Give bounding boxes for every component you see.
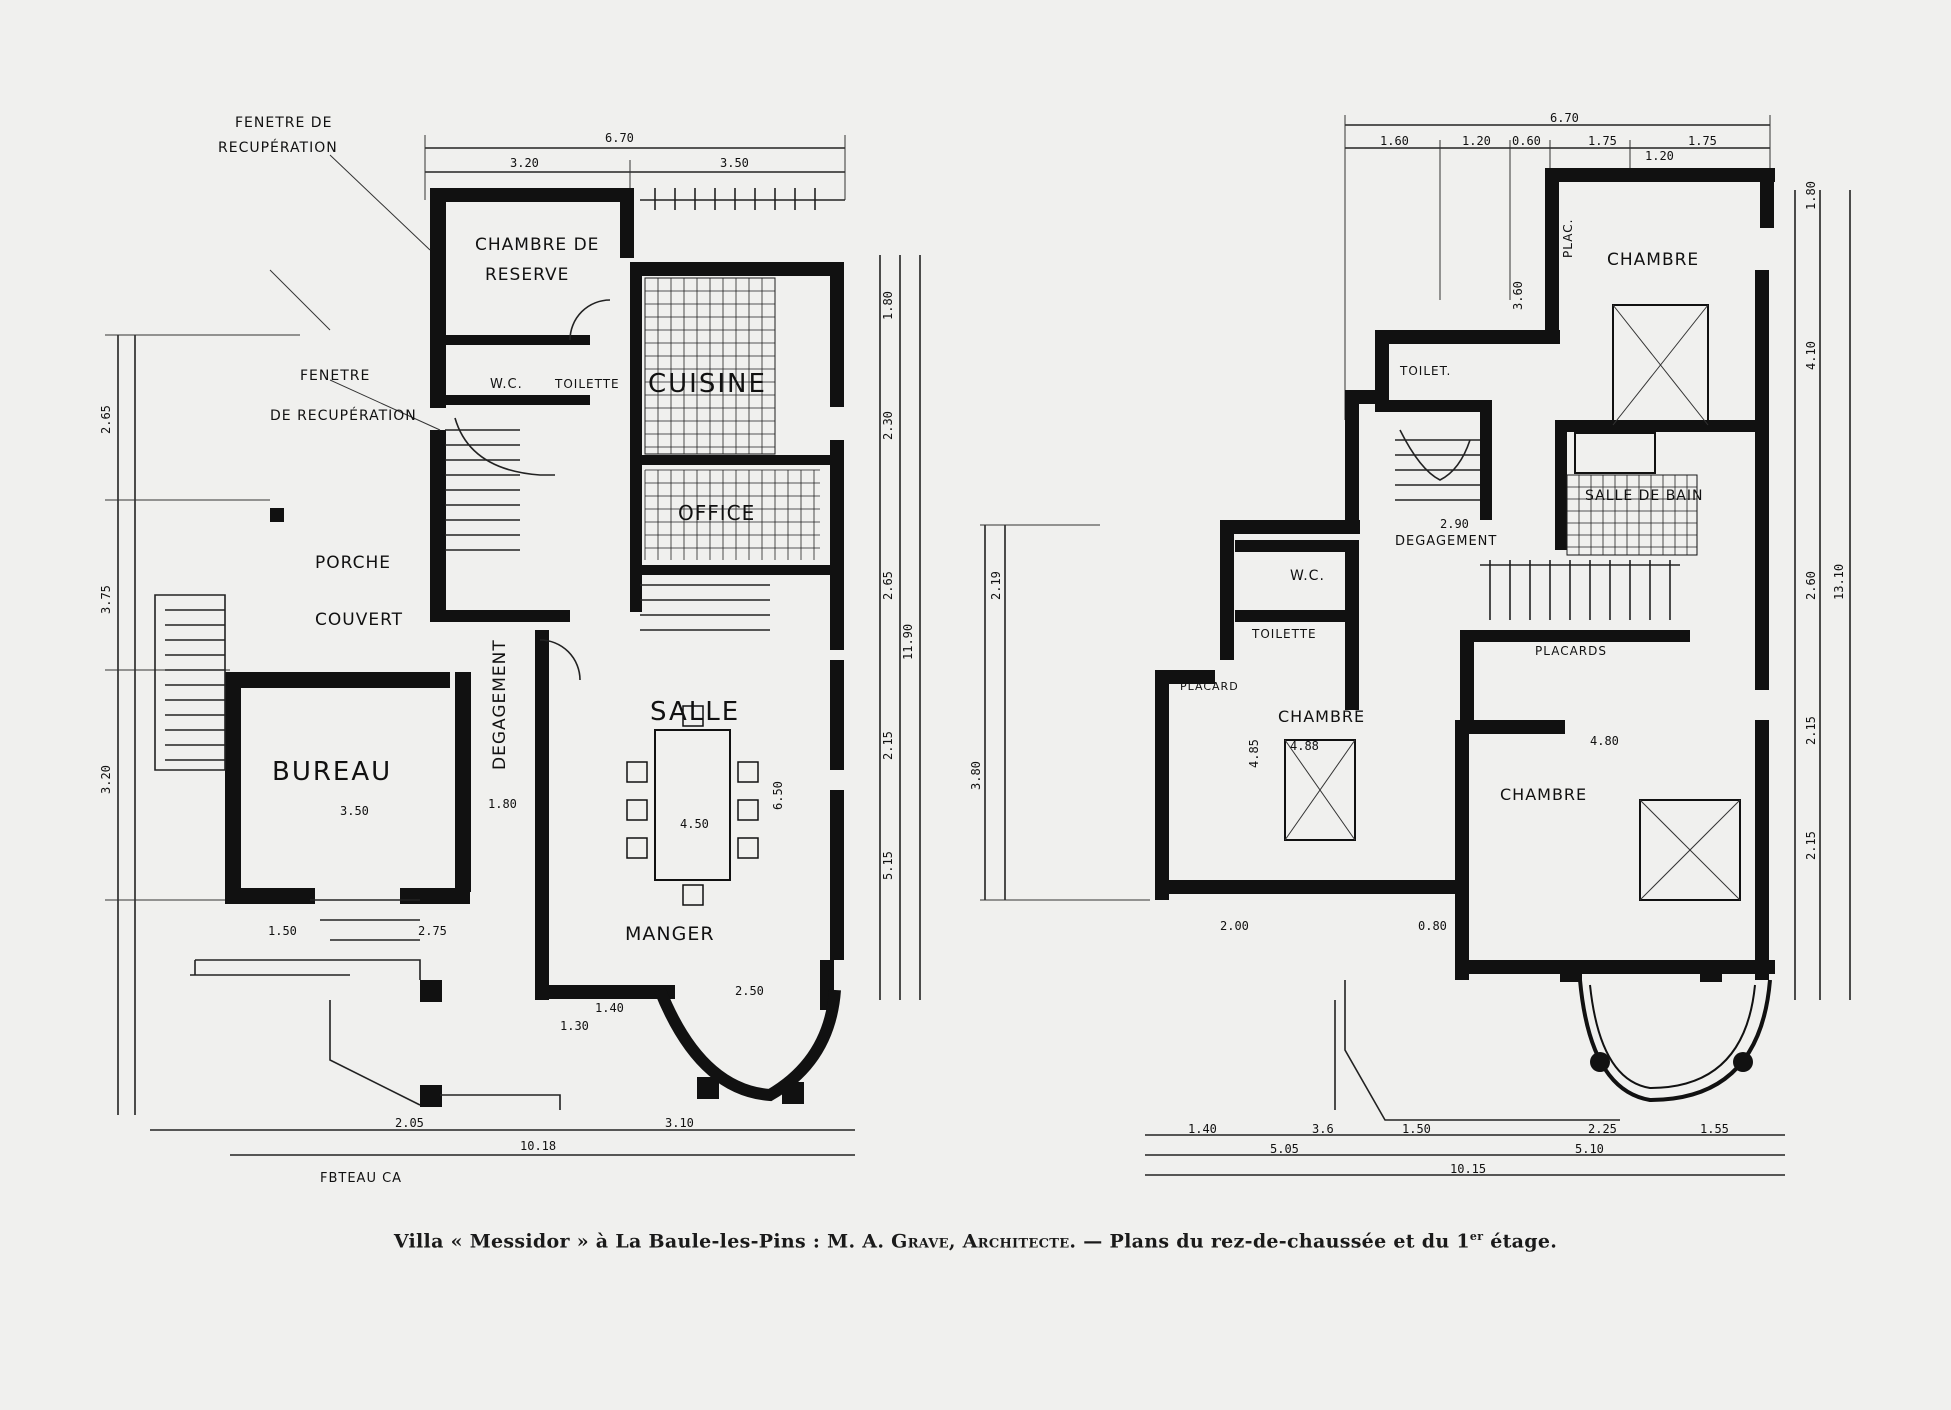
- ff-dim-b4: 3.6: [1312, 1122, 1334, 1136]
- ff-label-chambre-left: CHAMBRE: [1278, 707, 1365, 726]
- gf-dim-r5: 6.50: [771, 781, 785, 810]
- gf-label-chambre-reserve-1: CHAMBRE DE: [475, 235, 599, 255]
- ff-dim-b6: 2.25: [1588, 1122, 1617, 1136]
- caption-villa: Villa « Messidor » à La Baule-les-Pins :: [393, 1230, 821, 1253]
- gf-label-salle: SALLE: [650, 697, 740, 727]
- ff-dim-b3: 1.40: [1188, 1122, 1217, 1136]
- gf-dim-130: 1.30: [560, 1019, 589, 1033]
- gf-dim-left-c: 3.20: [99, 765, 113, 794]
- caption-tail: étage.: [1483, 1230, 1558, 1253]
- ff-dim-c4: 4.80: [1590, 734, 1619, 748]
- ff-label-wc: W.C.: [1290, 568, 1325, 584]
- caption-sup: er: [1469, 1230, 1484, 1243]
- gf-label-bureau: BUREAU: [272, 757, 392, 787]
- ff-dim-t2: 1.20: [1462, 134, 1491, 148]
- gf-label-degagement: DEGAGEMENT: [490, 639, 510, 770]
- ff-dim-top-total: 6.70: [1550, 111, 1579, 125]
- ff-label-toilette: TOILET.: [1399, 364, 1451, 378]
- ff-dim-c7: 0.80: [1418, 919, 1447, 933]
- gf-label-fenetre-recup-1: FENETRE DE: [235, 115, 332, 131]
- gf-dim-right-total: 11.90: [901, 624, 915, 660]
- ff-dim-t6: 1.75: [1688, 134, 1717, 148]
- gf-dim-r3: 2.65: [881, 571, 895, 600]
- gf-label-fenetre-recup-2: FENETRE: [300, 368, 370, 384]
- gf-dim-r4: 2.15: [881, 731, 895, 760]
- ff-dim-r4: 2.15: [1804, 716, 1818, 745]
- ff-dim-t5: 1.20: [1645, 149, 1674, 163]
- ff-dim-r5: 2.15: [1804, 831, 1818, 860]
- gf-label-toilette: TOILETTE: [554, 377, 620, 391]
- ff-dim-r3: 2.60: [1804, 571, 1818, 600]
- dining-table: [654, 729, 731, 881]
- gf-dim-top-b: 3.50: [720, 156, 749, 170]
- gf-dim-bureau-w: 3.50: [340, 804, 369, 818]
- ff-label-chambre-right: CHAMBRE: [1500, 785, 1587, 804]
- ff-dim-b7: 1.55: [1700, 1122, 1729, 1136]
- gf-dim-275: 2.75: [418, 924, 447, 938]
- caption-plans: — Plans du rez-de-chaussée et du 1: [1083, 1230, 1470, 1253]
- gf-dim-salle-w: 4.50: [680, 817, 709, 831]
- ff-label-chambre-top: CHAMBRE: [1607, 250, 1699, 270]
- gf-dim-r6: 5.15: [881, 851, 895, 880]
- ff-dim-c2: 2.90: [1440, 517, 1469, 531]
- gf-dim-degag-w: 1.80: [488, 797, 517, 811]
- ff-dim-b5: 1.50: [1402, 1122, 1431, 1136]
- ff-label-toilette2: TOILETTE: [1251, 627, 1317, 641]
- ff-dim-right-total: 13.10: [1832, 564, 1846, 600]
- gf-label-porche: PORCHE: [315, 553, 391, 573]
- ff-dim-t1: 1.60: [1380, 134, 1409, 148]
- gf-dim-left-a: 2.65: [99, 405, 113, 434]
- ff-dim-c6: 2.00: [1220, 919, 1249, 933]
- ff-dim-c3: 4.85: [1247, 739, 1261, 768]
- first-floor-plan: 6.70 1.60 1.20 0.60 1.75 1.20 1.75 13.10…: [969, 111, 1851, 1176]
- gf-label-chambre-reserve-2: RESERVE: [485, 265, 569, 285]
- ff-label-salle-bain: SALLE DE BAIN: [1585, 488, 1703, 504]
- gf-dim-150: 1.50: [268, 924, 297, 938]
- gf-dim-r2: 2.30: [881, 411, 895, 440]
- gf-dim-250: 2.50: [735, 984, 764, 998]
- gf-label-couvert: COUVERT: [315, 610, 403, 630]
- gf-label-fenetre-recup-1b: RECUPÉRATION: [218, 139, 338, 156]
- ff-label-placards: PLACARDS: [1535, 644, 1607, 658]
- gf-dim-bottom-b: 3.10: [665, 1116, 694, 1130]
- gf-label-office: OFFICE: [678, 501, 755, 525]
- ground-floor-plan: 6.70 3.20 3.50 2.65 3.75 3.20 11.90 1.80…: [99, 115, 921, 1186]
- gf-dim-top-a: 3.20: [510, 156, 539, 170]
- gf-label-manger: MANGER: [625, 923, 715, 945]
- gf-dim-r1: 1.80: [881, 291, 895, 320]
- ff-dim-r1: 1.80: [1804, 181, 1818, 210]
- gf-dim-bottom-total: 10.18: [520, 1139, 556, 1153]
- ff-dim-t4: 1.75: [1588, 134, 1617, 148]
- gf-label-wc: W.C.: [490, 377, 523, 392]
- ff-dim-c1: 3.60: [1511, 281, 1525, 310]
- plate-caption: Villa « Messidor » à La Baule-les-Pins :…: [0, 1230, 1951, 1252]
- gf-label-cuisine: CUISINE: [648, 369, 767, 399]
- ff-dim-left-b: 2.19: [989, 571, 1003, 600]
- ff-dim-b2: 5.10: [1575, 1142, 1604, 1156]
- gf-signature: FBTEAU CA: [320, 1171, 402, 1186]
- ff-label-placard: PLACARD: [1180, 680, 1239, 693]
- ff-dim-c5: 4.88: [1290, 739, 1319, 753]
- ff-label-plac: PLAC.: [1561, 219, 1575, 258]
- ff-dim-left-a: 3.80: [969, 761, 983, 790]
- gf-label-fenetre-recup-2b: DE RECUPÉRATION: [270, 407, 417, 424]
- ff-dim-bottom-total: 10.15: [1450, 1162, 1486, 1176]
- ff-dim-r2: 4.10: [1804, 341, 1818, 370]
- ff-dim-b1: 5.05: [1270, 1142, 1299, 1156]
- ff-dim-t3: 0.60: [1512, 134, 1541, 148]
- ff-label-degagement: DEGAGEMENT: [1395, 534, 1497, 549]
- caption-architect: M. A. Grave, Architecte.: [827, 1230, 1077, 1253]
- gf-dim-left-b: 3.75: [99, 585, 113, 614]
- gf-dim-bottom-a: 2.05: [395, 1116, 424, 1130]
- gf-dim-top-total: 6.70: [605, 131, 634, 145]
- gf-dim-140: 1.40: [595, 1001, 624, 1015]
